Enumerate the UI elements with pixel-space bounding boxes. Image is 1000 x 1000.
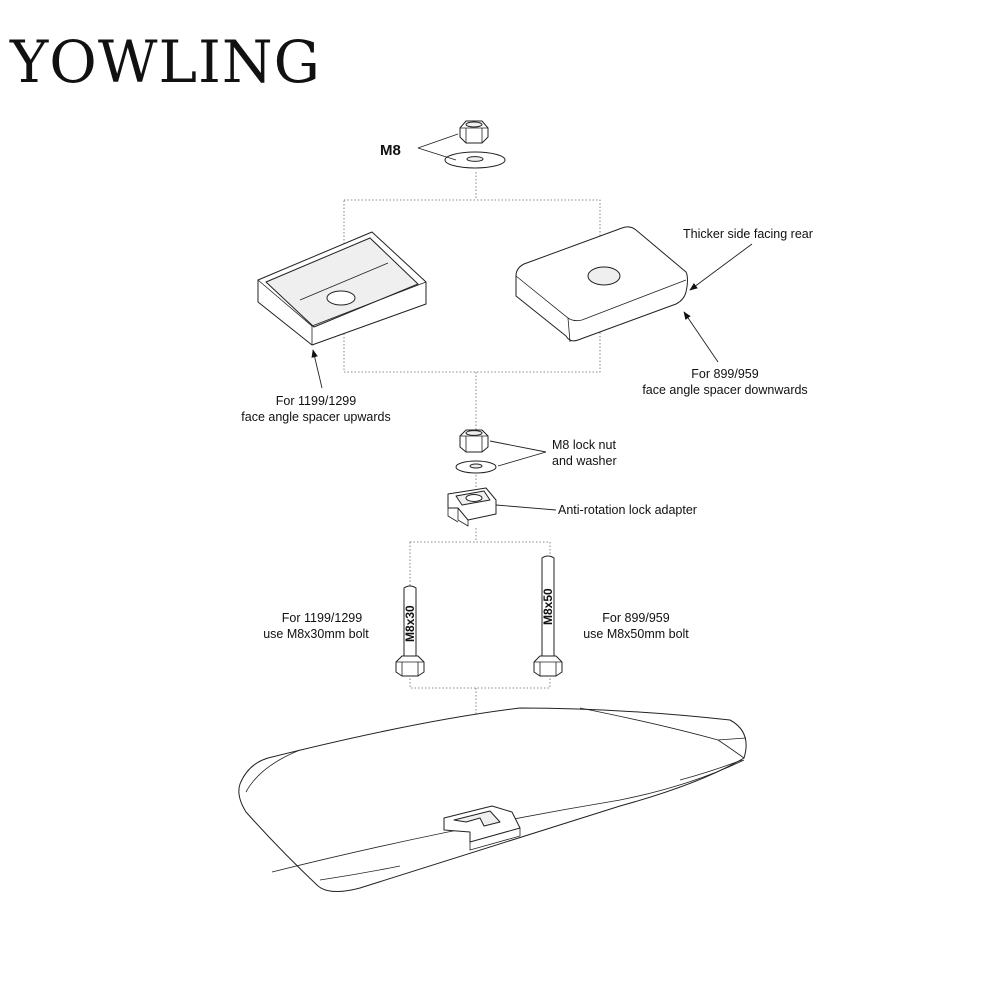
spacer-down-label-line1: For 899/959 bbox=[691, 367, 758, 381]
lock-nut-leaders bbox=[489, 440, 547, 467]
bolt-m8x50 bbox=[533, 555, 563, 677]
bolt-long-label-line1: For 899/959 bbox=[602, 611, 669, 625]
bolt-long-label-line2: use M8x50mm bolt bbox=[583, 627, 689, 641]
spacer-down-arrow bbox=[683, 311, 719, 363]
lock-nut-label-line1: M8 lock nut bbox=[552, 438, 616, 452]
m8-lock-nut bbox=[459, 429, 489, 453]
m8-label: M8 bbox=[380, 142, 401, 159]
anti-rotation-label: Anti-rotation lock adapter bbox=[558, 503, 697, 517]
angle-spacer-right bbox=[515, 226, 688, 343]
anti-rotation-adapter bbox=[447, 487, 497, 527]
bolt-m8x50-stamp: M8x50 bbox=[541, 588, 555, 625]
bolt-m8x30 bbox=[395, 585, 425, 677]
spacer-down-label-line2: face angle spacer downwards bbox=[642, 383, 807, 397]
m8-lock-washer bbox=[455, 460, 497, 474]
m8-top-nut bbox=[459, 120, 489, 144]
spacer-up-arrow bbox=[311, 349, 323, 389]
seat-cowl-mount bbox=[238, 707, 747, 892]
bolt-short-label-line2: use M8x30mm bolt bbox=[263, 627, 369, 641]
lock-nut-label-line2: and washer bbox=[552, 454, 617, 468]
brand-logo: YOWLING bbox=[9, 28, 321, 96]
anti-rotation-leader bbox=[495, 504, 557, 511]
spacer-up-label-line2: face angle spacer upwards bbox=[241, 410, 390, 424]
thicker-side-arrow bbox=[689, 243, 753, 291]
m8-top-washer bbox=[444, 151, 506, 169]
spacer-up-label-line1: For 1199/1299 bbox=[276, 394, 356, 408]
thicker-side-label: Thicker side facing rear bbox=[683, 227, 813, 241]
bolt-short-label-line1: For 1199/1299 bbox=[282, 611, 362, 625]
bolt-m8x30-stamp: M8x30 bbox=[403, 605, 417, 642]
angle-spacer-left bbox=[257, 231, 427, 346]
m8-leaders bbox=[417, 133, 459, 161]
